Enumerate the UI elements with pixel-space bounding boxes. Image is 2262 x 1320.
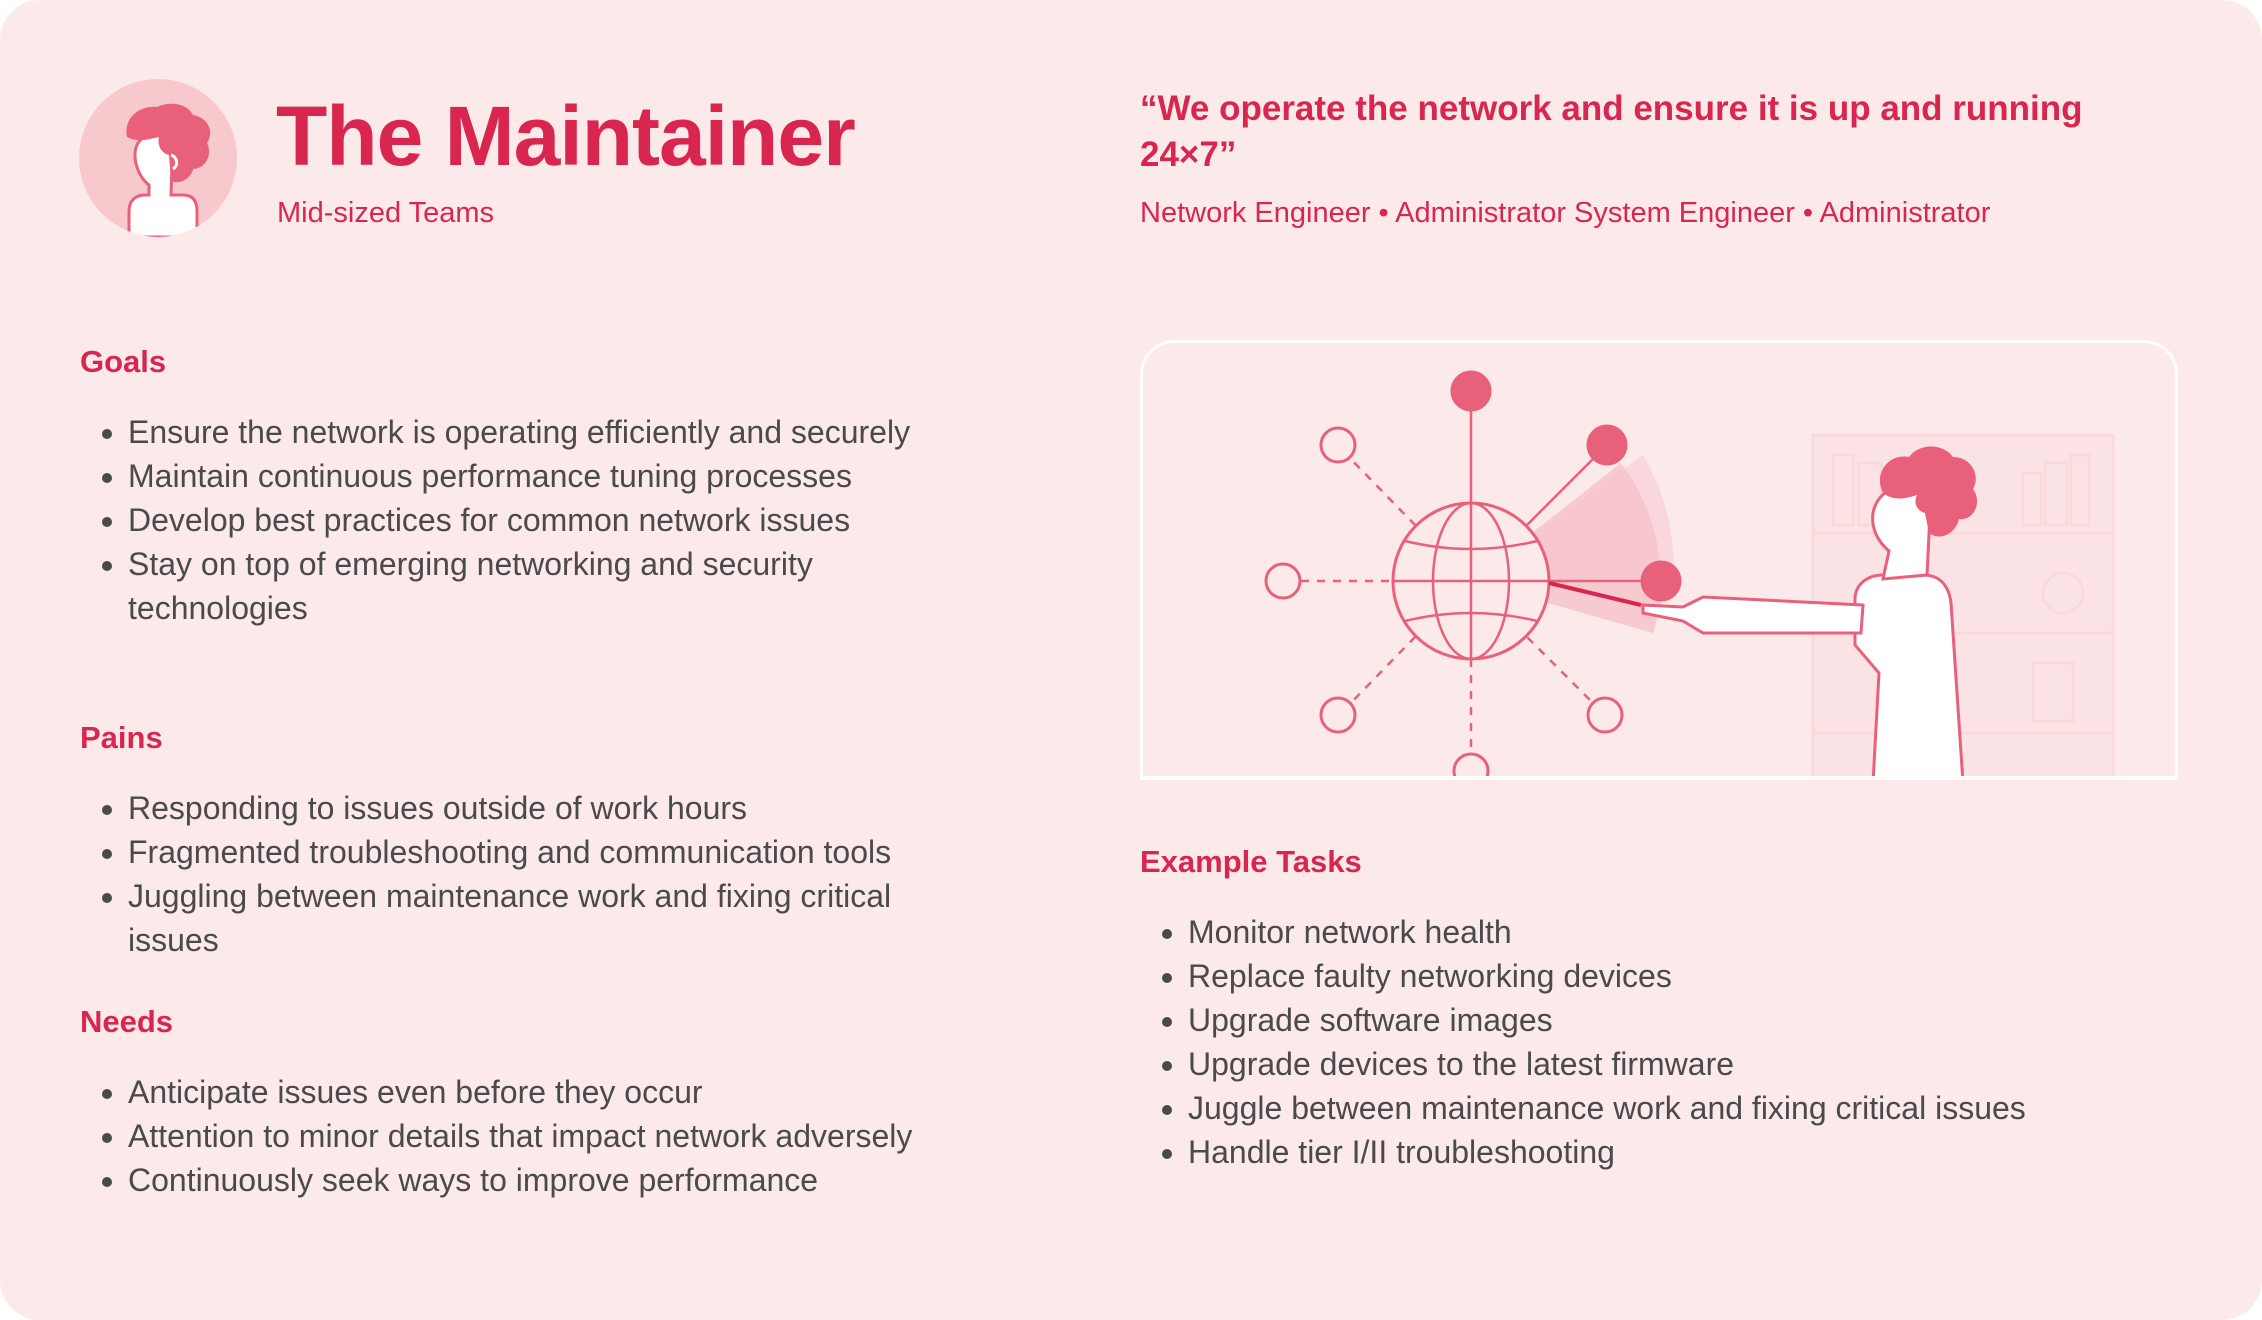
list-item: Replace faulty networking devices [1188,954,2248,998]
list-item: Continuously seek ways to improve perfor… [128,1158,1088,1202]
person-avatar-icon [79,79,237,237]
list-item: Monitor network health [1188,910,2248,954]
persona-quote: “We operate the network and ensure it is… [1140,89,2083,174]
persona-title: The Maintainer [276,89,856,183]
list-item: Stay on top of emerging networking and s… [128,542,928,630]
list-item: Fragmented troubleshooting and communica… [128,830,1048,874]
list-item: Develop best practices for common networ… [128,498,1048,542]
tasks-list: Monitor network health Replace faulty ne… [1140,910,2248,1174]
list-item: Responding to issues outside of work hou… [128,786,1048,830]
illustration-baseline [1140,776,2178,780]
pains-list: Responding to issues outside of work hou… [80,786,1048,962]
list-item: Handle tier I/II troubleshooting [1188,1130,2248,1174]
network-globe-illustration [1140,340,2178,780]
list-item: Upgrade software images [1188,998,2248,1042]
needs-heading: Needs [80,1004,174,1039]
list-item: Attention to minor details that impact n… [128,1114,1088,1158]
list-item: Upgrade devices to the latest firmware [1188,1042,2248,1086]
goals-heading: Goals [80,344,167,379]
persona-subtitle: Mid-sized Teams [277,197,495,229]
list-item: Anticipate issues even before they occur [128,1070,1088,1114]
needs-list: Anticipate issues even before they occur… [80,1070,1088,1202]
goals-list: Ensure the network is operating efficien… [80,410,1048,630]
persona-roles: Network Engineer • Administrator System … [1140,197,1991,229]
list-item: Ensure the network is operating efficien… [128,410,1048,454]
list-item: Juggling between maintenance work and fi… [128,874,978,962]
pains-heading: Pains [80,720,163,755]
list-item: Maintain continuous performance tuning p… [128,454,1048,498]
tasks-heading: Example Tasks [1140,844,1362,879]
list-item: Juggle between maintenance work and fixi… [1188,1086,2248,1130]
